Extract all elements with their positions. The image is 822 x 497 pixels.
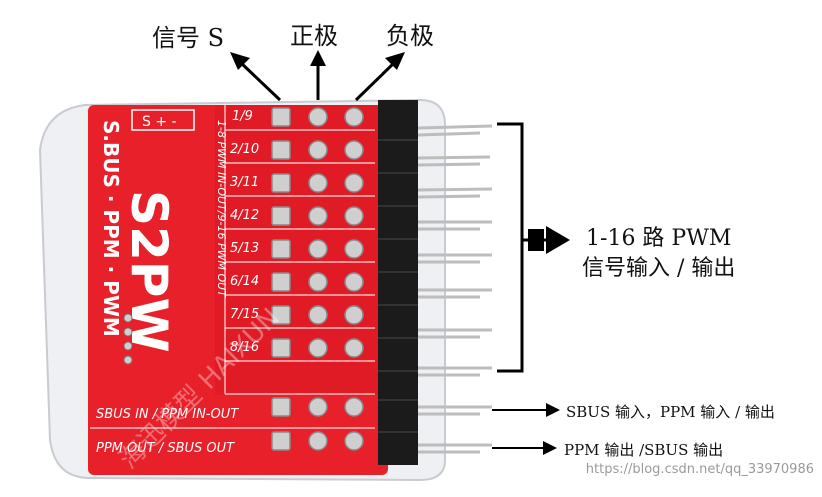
- ppm-output-label: PPM 输出 /SBUS 输出: [564, 441, 724, 459]
- pwm-label-line1: 1-16 路 PWM: [586, 226, 732, 251]
- channel-label: 2/10: [230, 142, 259, 157]
- channel-label: 3/11: [230, 175, 259, 190]
- channel-label: 4/12: [230, 208, 259, 223]
- arrow-up-right-icon: [354, 52, 405, 102]
- positive-pin-label: 正极: [290, 22, 338, 50]
- pin-header: [378, 100, 418, 465]
- silk-header: S + -: [142, 114, 177, 130]
- channel-label: 5/13: [230, 241, 259, 256]
- blog-watermark: https://blog.csdn.net/qq_33970986: [585, 462, 814, 477]
- ppm-row-label: PPM OUT / SBUS OUT: [96, 441, 235, 456]
- signal-pin-label: 信号 S: [152, 24, 225, 52]
- vertical-silk-text: 1-8 PWM IN-OUT/9-16 PWM OUT: [215, 120, 228, 298]
- model-name: S2PW: [120, 190, 178, 353]
- arrow-right-icon: [492, 441, 557, 455]
- arrow-right-icon: [492, 403, 560, 417]
- pwm-label-line2: 信号输入 / 输出: [582, 256, 736, 281]
- arrow-up-icon: [310, 50, 326, 100]
- pwm-label: 1-16 路 PWM 信号输入 / 输出: [582, 224, 735, 284]
- metal-pins: [417, 124, 493, 454]
- solder-pads: [271, 107, 364, 451]
- sbus-input-label: SBUS 输入，PPM 输入 / 输出: [566, 403, 775, 421]
- negative-pin-label: 负极: [386, 22, 434, 50]
- side-text: S.BUS · PPM · PWM: [99, 120, 123, 337]
- sbus-row-label: SBUS IN / PPM IN-OUT: [96, 407, 239, 422]
- channel-label: 7/15: [230, 307, 259, 322]
- channel-label: 6/14: [230, 274, 259, 289]
- silk-grid: [90, 105, 375, 429]
- arrow-up-left-icon: [230, 52, 282, 102]
- channel-label: 8/16: [230, 340, 259, 355]
- channel-label: 1/9: [232, 109, 253, 124]
- bracket-arrow-icon: [497, 122, 570, 373]
